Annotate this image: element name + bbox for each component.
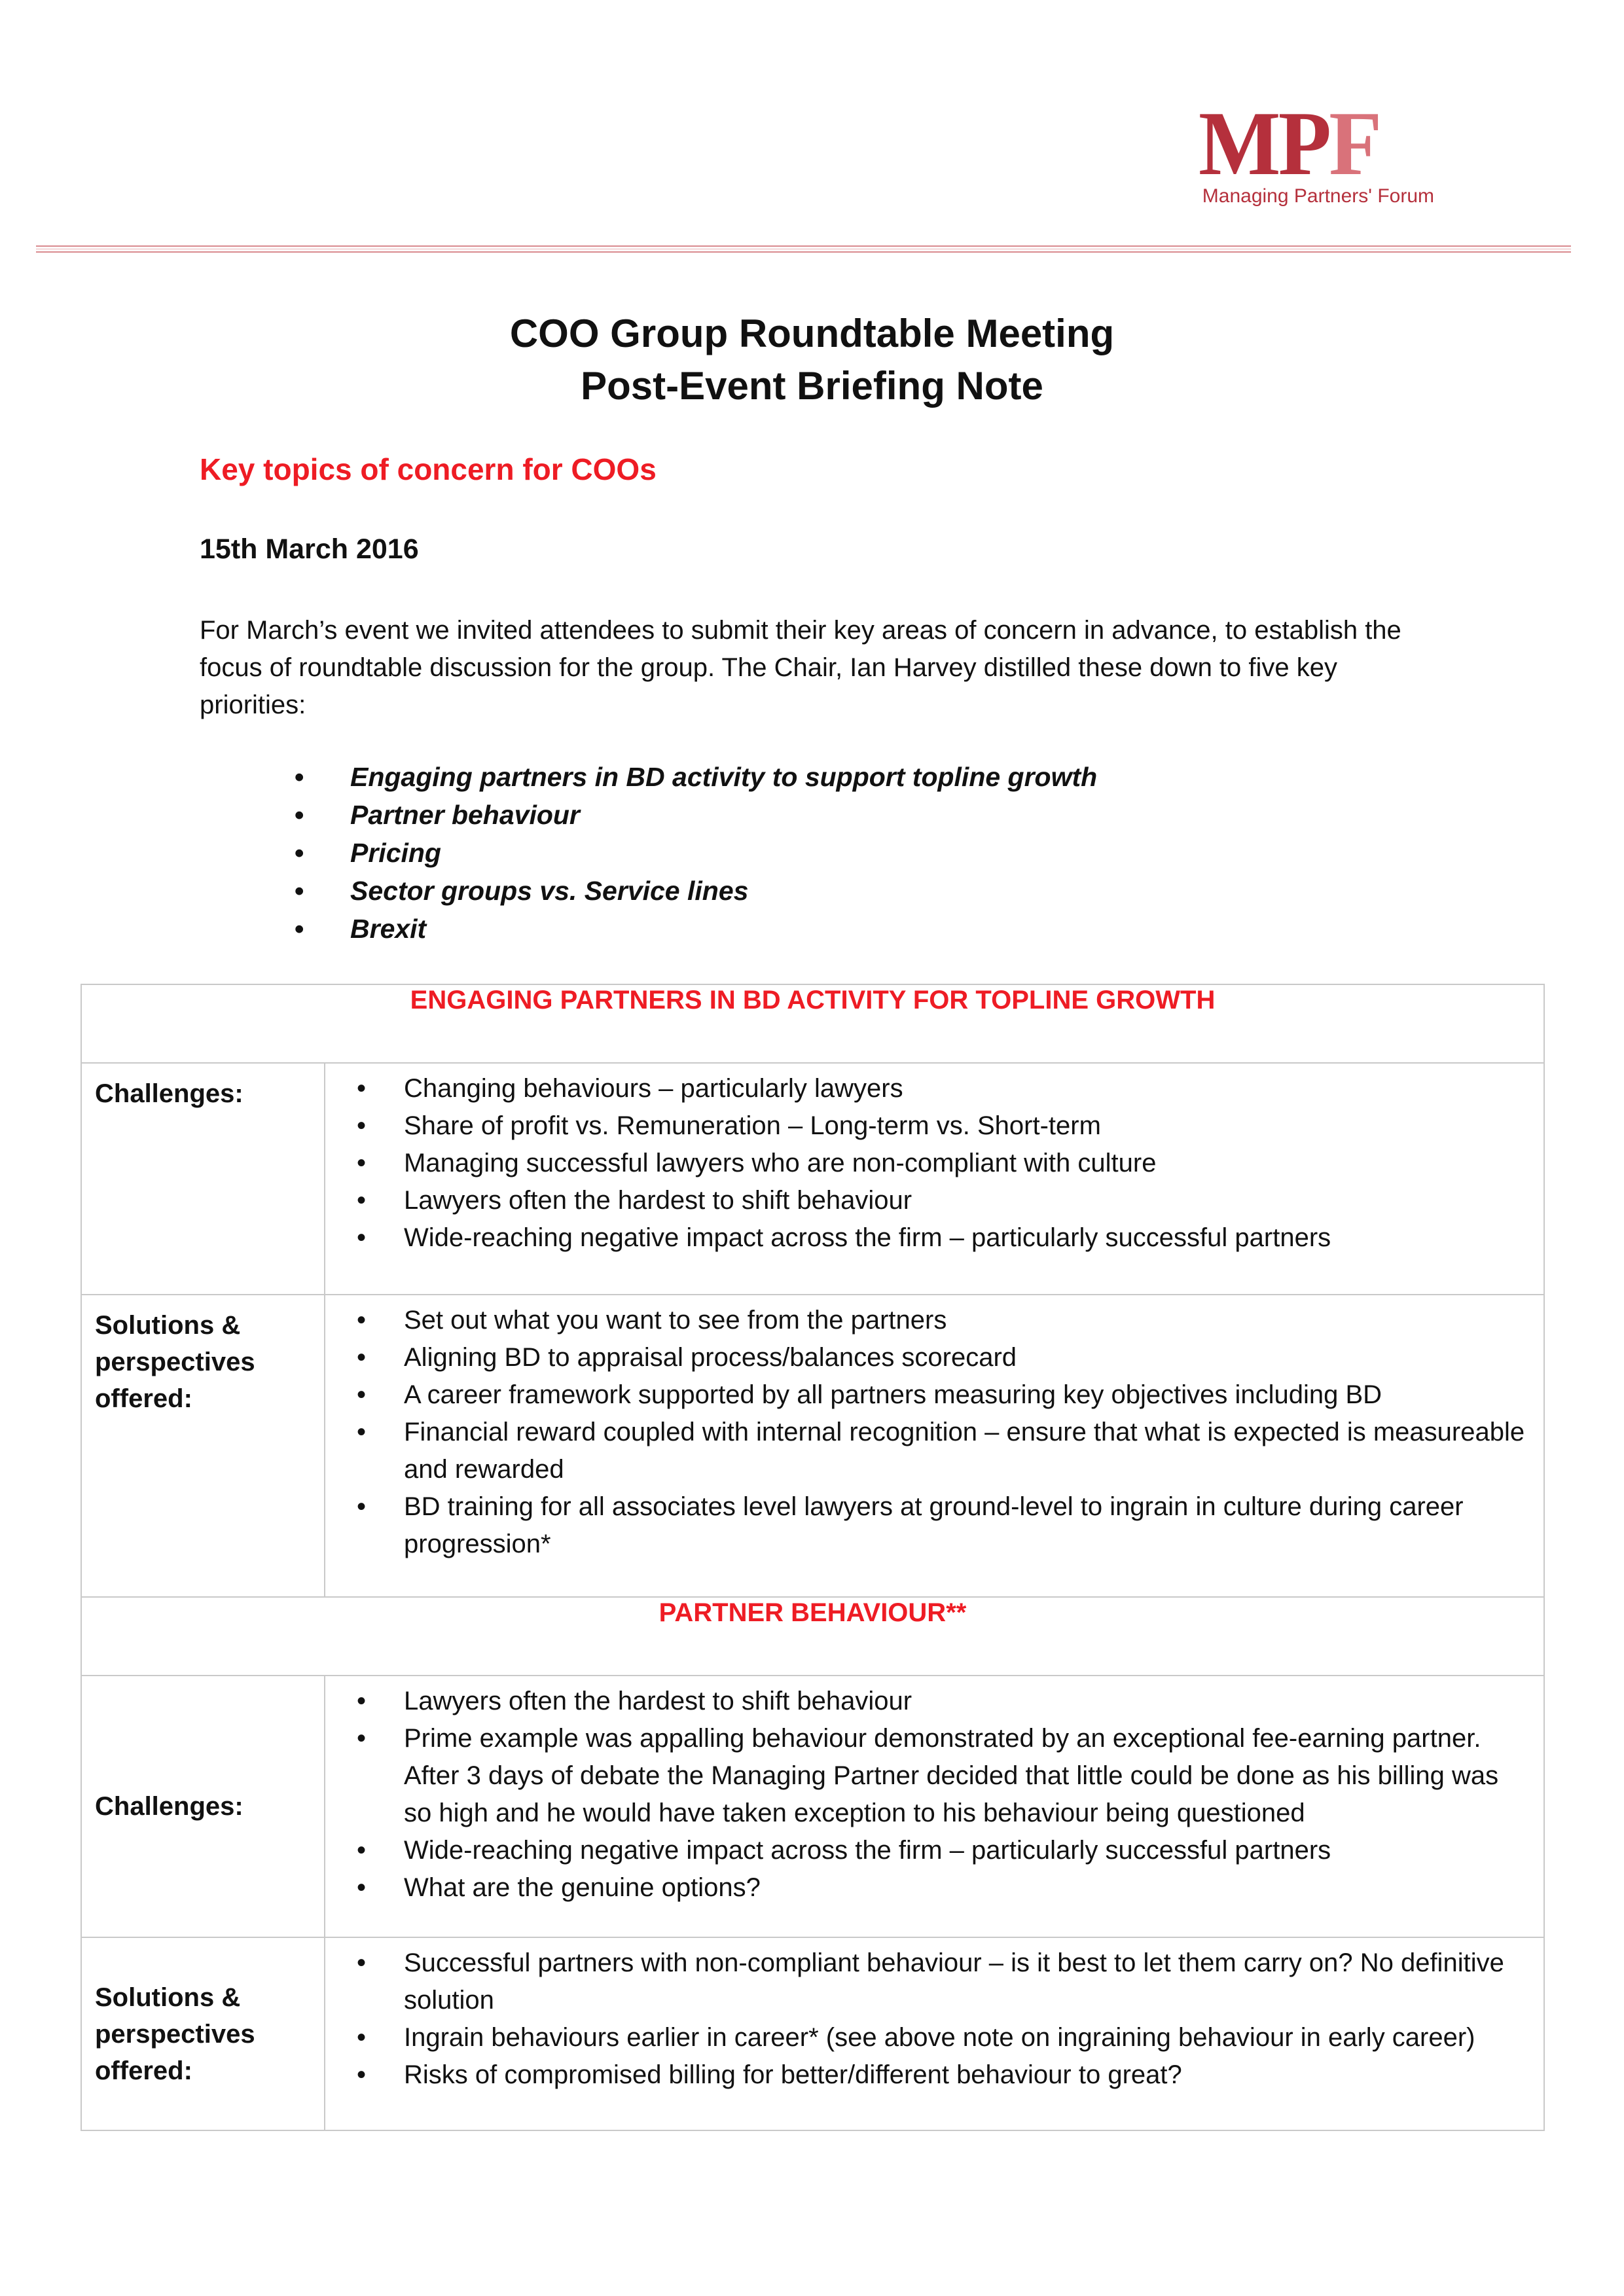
- list-item: BD training for all associates level law…: [338, 1488, 1530, 1563]
- title-line-1: COO Group Roundtable Meeting: [509, 312, 1115, 355]
- priority-item: Partner behaviour: [295, 796, 1097, 834]
- intro-paragraph: For March’s event we invited attendees t…: [200, 616, 1401, 719]
- list-item: What are the genuine options?: [338, 1869, 1530, 1907]
- challenges-label: Challenges:: [81, 1062, 325, 1295]
- list-item: Wide-reaching negative impact across the…: [338, 1219, 1530, 1257]
- list-item: Ingrain behaviours earlier in career* (s…: [338, 2019, 1530, 2056]
- section-heading-row: PARTNER BEHAVIOUR**: [81, 1596, 1545, 1676]
- solutions-cell: Successful partners with non-compliant b…: [324, 1937, 1545, 2131]
- list-item: Aligning BD to appraisal process/balance…: [338, 1339, 1530, 1376]
- list-item: Successful partners with non-compliant b…: [338, 1945, 1530, 2019]
- solutions-list: Set out what you want to see from the pa…: [338, 1302, 1530, 1563]
- solutions-row: Solutions & perspectives offered: Set ou…: [81, 1294, 1545, 1598]
- solutions-label: Solutions & perspectives offered:: [81, 1937, 325, 2131]
- challenges-row: Challenges: Lawyers often the hardest to…: [81, 1675, 1545, 1938]
- document-title: COO Group Roundtable Meeting Post-Event …: [0, 308, 1624, 412]
- list-item: Share of profit vs. Remuneration – Long-…: [338, 1107, 1530, 1145]
- header-divider: [36, 245, 1571, 255]
- priority-list: Engaging partners in BD activity to supp…: [295, 758, 1097, 948]
- logo-mark-mp: MP: [1198, 93, 1331, 194]
- list-item: Financial reward coupled with internal r…: [338, 1414, 1530, 1488]
- list-item: Risks of compromised billing for better/…: [338, 2056, 1530, 2094]
- solutions-label: Solutions & perspectives offered:: [81, 1294, 325, 1598]
- priority-item: Pricing: [295, 834, 1097, 872]
- section-heading: ENGAGING PARTNERS IN BD ACTIVITY FOR TOP…: [81, 984, 1545, 1064]
- logo-mark: MPF: [1199, 98, 1422, 190]
- list-item: Set out what you want to see from the pa…: [338, 1302, 1530, 1339]
- challenges-list: Lawyers often the hardest to shift behav…: [338, 1683, 1530, 1907]
- event-date: 15th March 2016: [200, 533, 419, 565]
- list-item: Managing successful lawyers who are non-…: [338, 1145, 1530, 1182]
- priority-item: Sector groups vs. Service lines: [295, 872, 1097, 910]
- logo-mark-f: F: [1328, 93, 1382, 194]
- list-item: Lawyers often the hardest to shift behav…: [338, 1182, 1530, 1219]
- challenges-cell: Lawyers often the hardest to shift behav…: [324, 1675, 1545, 1938]
- challenges-list: Changing behaviours – particularly lawye…: [338, 1070, 1530, 1257]
- briefing-table: ENGAGING PARTNERS IN BD ACTIVITY FOR TOP…: [81, 984, 1545, 2131]
- list-item: Prime example was appalling behaviour de…: [338, 1720, 1530, 1832]
- list-item: Wide-reaching negative impact across the…: [338, 1832, 1530, 1869]
- priority-item: Brexit: [295, 910, 1097, 948]
- challenges-cell: Changing behaviours – particularly lawye…: [324, 1062, 1545, 1295]
- list-item: Changing behaviours – particularly lawye…: [338, 1070, 1530, 1107]
- list-item: Lawyers often the hardest to shift behav…: [338, 1683, 1530, 1720]
- solutions-row: Solutions & perspectives offered: Succes…: [81, 1937, 1545, 2131]
- challenges-label: Challenges:: [81, 1675, 325, 1938]
- logo-subtitle: Managing Partners' Forum: [1202, 185, 1434, 207]
- key-topics-heading: Key topics of concern for COOs: [200, 452, 657, 486]
- mpf-logo: MPF Managing Partners' Forum: [1199, 98, 1434, 207]
- challenges-row: Challenges: Changing behaviours – partic…: [81, 1062, 1545, 1295]
- title-line-2: Post-Event Briefing Note: [581, 364, 1043, 408]
- section-heading: PARTNER BEHAVIOUR**: [81, 1596, 1545, 1676]
- solutions-list: Successful partners with non-compliant b…: [338, 1945, 1530, 2094]
- section-heading-row: ENGAGING PARTNERS IN BD ACTIVITY FOR TOP…: [81, 984, 1545, 1064]
- priority-item: Engaging partners in BD activity to supp…: [295, 758, 1097, 796]
- solutions-cell: Set out what you want to see from the pa…: [324, 1294, 1545, 1598]
- list-item: A career framework supported by all part…: [338, 1376, 1530, 1414]
